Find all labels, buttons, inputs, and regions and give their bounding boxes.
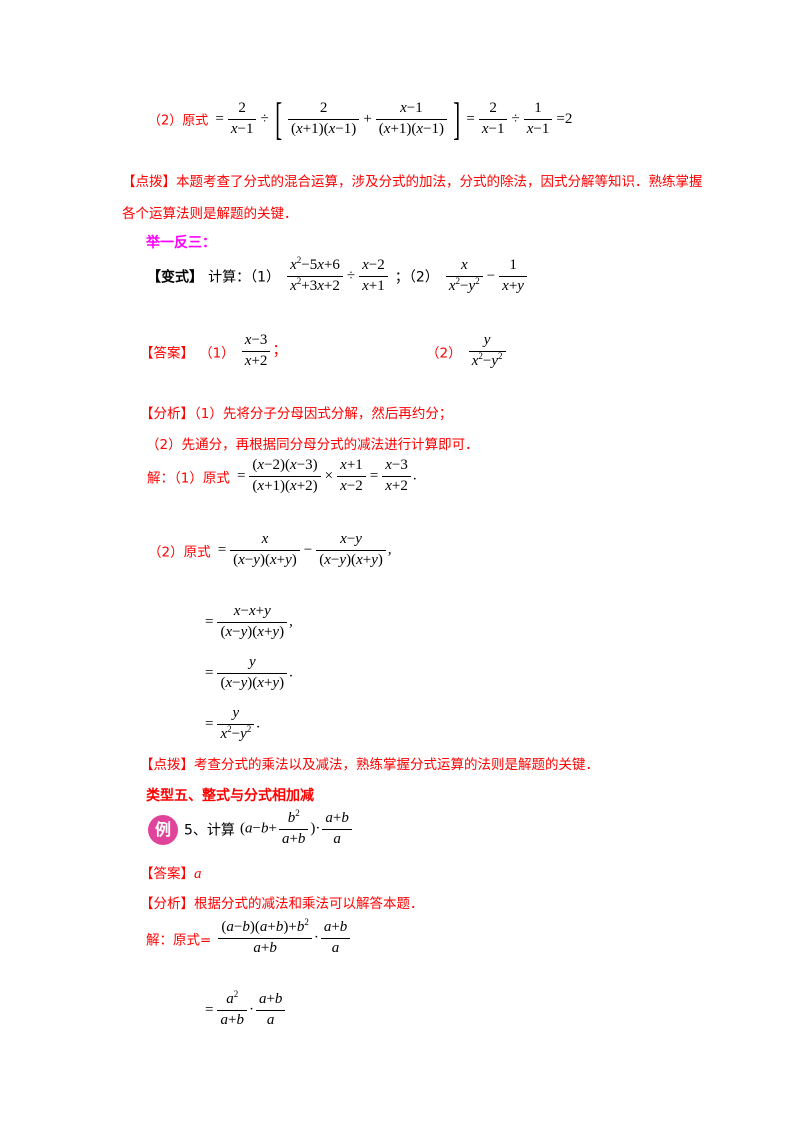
analysis-line-2: （2）先通分，再根据同分母分式的减法进行计算即可． xyxy=(146,437,479,453)
solution-1-label: 解：（1）原式 xyxy=(147,470,230,487)
tip-1-line-1: 【点拨】本题考查了分式的混合运算，涉及分式的加法，分式的除法，因式分解等知识．熟… xyxy=(122,174,703,190)
tip-2: 【点拨】考查分式的乘法以及减法，熟练掌握分式运算的法则是解题的关键． xyxy=(140,757,599,773)
variant-separator: ；（2） xyxy=(394,269,439,286)
tip-1-line-2: 各个运算法则是解题的关键． xyxy=(122,206,298,222)
solution-part-2: （2）原式 =x(x−y)(x+y)−x−y(x−y)(x+y), xyxy=(148,531,392,569)
variant-label: 【变式】 xyxy=(147,269,203,286)
analysis-5: 【分析】根据分式的减法和乘法可以解答本题． xyxy=(140,896,424,912)
answer-5-value: a xyxy=(194,866,202,882)
answer-part-2: （2） xyxy=(426,345,462,362)
example-badge-icon: 例 xyxy=(148,815,178,845)
solution-2-step-1: =x(x−y)(x+y)−x−y(x−y)(x+y), xyxy=(217,531,392,568)
solution-5-label: 解：原式= xyxy=(146,932,212,949)
analysis-line-1: 【分析】（1）先将分子分母因式分解，然后再约分； xyxy=(140,406,453,422)
part2-label: （2）原式 xyxy=(148,113,209,129)
answer-label: 【答案】 xyxy=(140,345,194,362)
solution-2-step-2: =x−x+y(x−y)(x+y), xyxy=(205,603,293,640)
practice-heading: 举一反三： xyxy=(146,235,216,251)
solution-2-step-3: =y(x−y)(x+y). xyxy=(205,654,293,691)
answer-5-label: 【答案】 xyxy=(140,866,194,882)
answer-5: 【答案】a xyxy=(140,862,202,883)
solution-2-label: （2）原式 xyxy=(148,544,211,561)
example-5-prefix: 5、计算 xyxy=(184,822,235,839)
answer-part-1: （1） xyxy=(199,345,235,362)
variant-compute: 计算：（1） xyxy=(208,269,281,286)
type-5-heading: 类型五、整式与分式相加减 xyxy=(146,788,314,804)
